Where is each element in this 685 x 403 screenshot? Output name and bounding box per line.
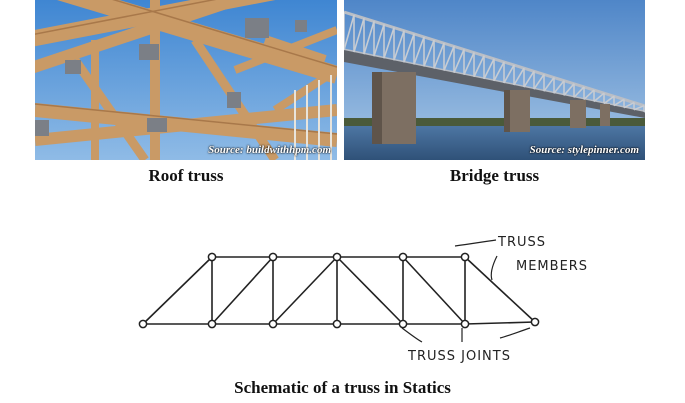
truss-joint [398,319,408,329]
members-leader-1 [454,239,497,247]
truss-joint [268,252,278,262]
truss-joint [332,252,342,262]
truss-member [142,256,213,325]
truss-joints-group [138,252,540,329]
joints-leader-1 [401,327,423,343]
bridge-truss-caption: Bridge truss [449,166,540,185]
truss-joint [460,252,470,262]
truss-joint [268,319,278,329]
members-leader-2 [490,255,498,281]
truss-joint [530,317,540,327]
truss-joint [207,252,217,262]
joints-label: TRUSS JOINTS [407,349,511,364]
truss-member [464,321,536,325]
truss-schematic: TRUSS MEMBERS TRUSS JOINTS [138,235,588,364]
truss-member [464,256,536,323]
bridge-photo-source: Source: stylepinner.com [529,144,639,156]
truss-joint [460,319,470,329]
members-label-line1: TRUSS [497,235,546,250]
truss-joint [398,252,408,262]
roof-truss-image [35,0,337,160]
truss-member [402,256,466,325]
truss-joint [138,319,148,329]
truss-member [336,256,404,325]
roof-truss-photo: Source: buildwithhpm.com [35,0,337,160]
truss-member [211,256,274,325]
truss-member [272,256,338,325]
truss-joint [207,319,217,329]
joints-leader-3 [499,327,531,339]
truss-joint [332,319,342,329]
schematic-caption: Schematic of a truss in Statics [234,378,451,397]
roof-photo-source: Source: buildwithhpm.com [208,144,331,156]
bridge-truss-photo: Source: stylepinner.com [344,0,645,160]
bridge-truss-image [344,0,645,160]
members-label-line2: MEMBERS [516,259,588,274]
truss-members-lines [142,256,536,325]
roof-truss-caption: Roof truss [148,166,224,185]
